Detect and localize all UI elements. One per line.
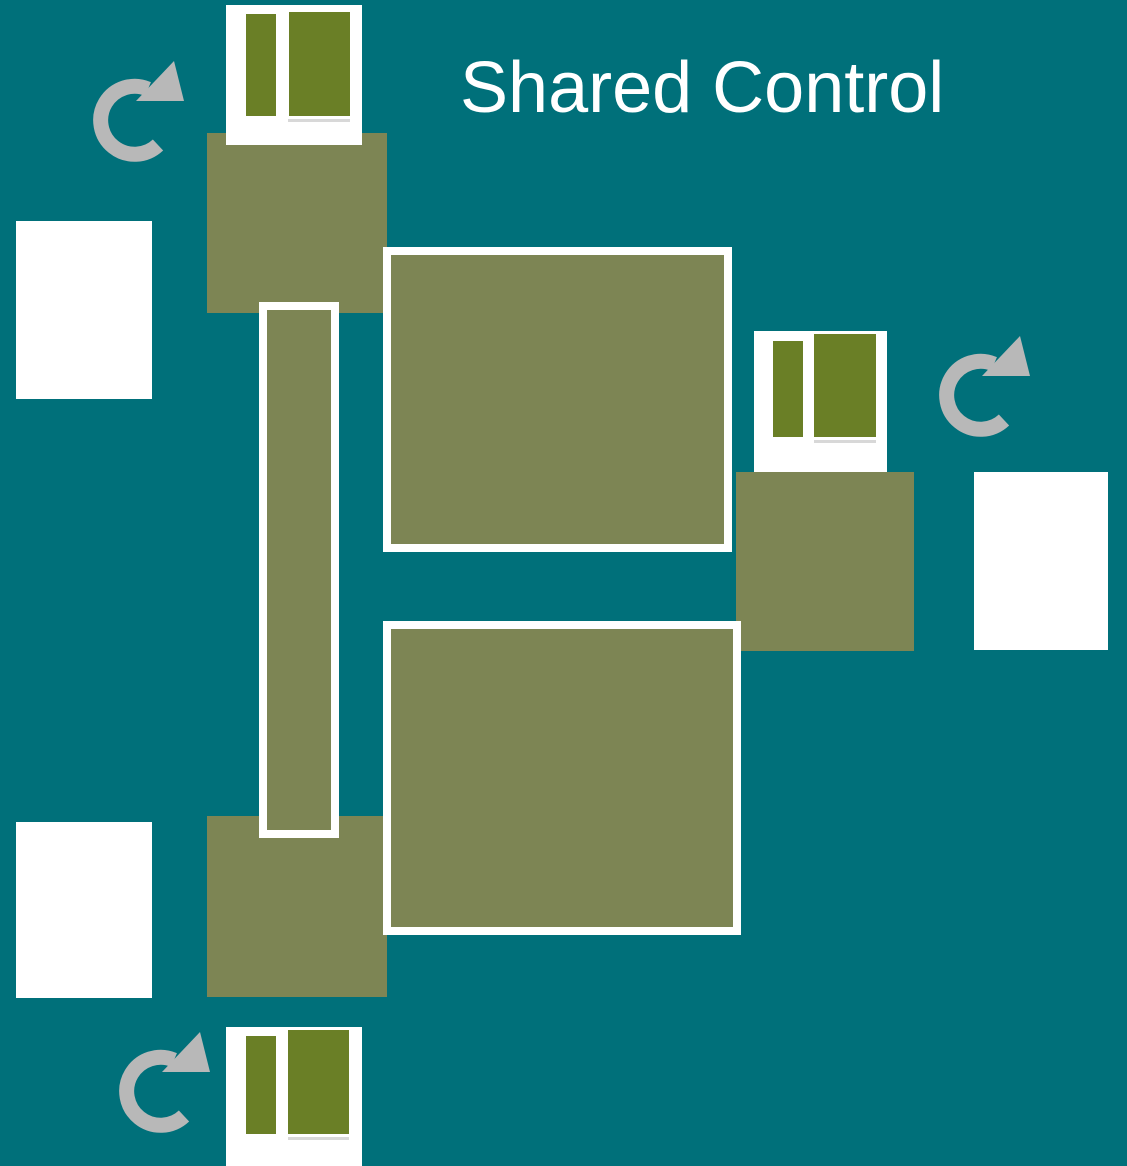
white-card-top-left <box>16 221 152 399</box>
olive-block-top-left <box>207 133 387 313</box>
olive-block-bottom-left <box>207 816 387 997</box>
document-icon-right <box>754 331 887 472</box>
rotate-arrow-icon-right <box>939 336 1030 437</box>
framed-vertical-bar <box>259 302 339 838</box>
rotate-arrow-icon-bottom <box>119 1032 210 1133</box>
white-card-bottom-left <box>16 822 152 998</box>
document-icon-bottom <box>226 1027 362 1166</box>
diagram-title: Shared Control <box>460 48 945 128</box>
framed-panel-bottom <box>383 621 741 935</box>
olive-block-right <box>736 472 914 651</box>
document-icon-top <box>226 5 362 145</box>
rotate-arrow-icon-top <box>93 61 184 162</box>
white-card-right <box>974 472 1108 650</box>
framed-panel-top <box>383 247 732 552</box>
